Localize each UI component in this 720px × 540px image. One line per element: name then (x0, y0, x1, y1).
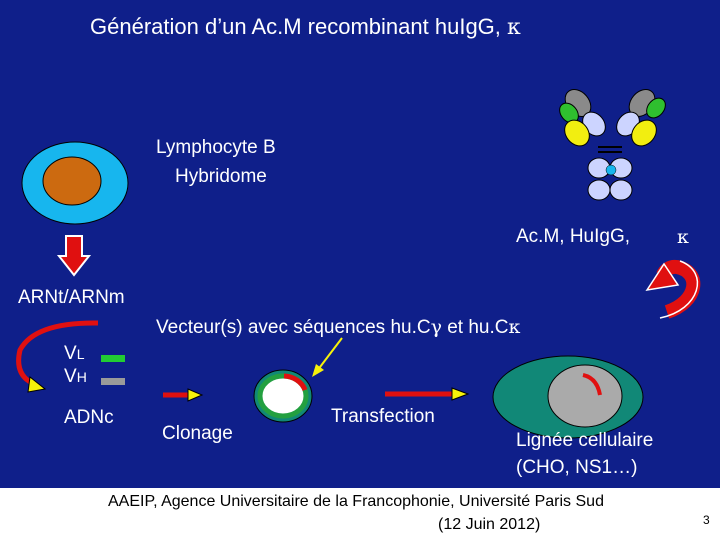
reverse-transcription-curved-arrow-icon (16, 320, 99, 393)
cell-label-line1: Lymphocyte B (156, 137, 276, 158)
vl-label: VL (64, 343, 84, 365)
antibody-igg-icon (559, 89, 666, 201)
footer-line1: AAEIP, Agence Universitaire de la Franco… (108, 493, 604, 510)
antibody-label-text: Ac.M, HuIgG, (516, 226, 631, 247)
slide-graphics (16, 89, 701, 439)
rna-label: ARNt/ARNm (18, 287, 125, 308)
cell-line-label-line1: Lignée cellulaire (516, 430, 654, 451)
plasmid-vector-cell-icon (253, 369, 313, 423)
antibody-kappa: κ (677, 226, 689, 248)
transfection-arrow-icon (385, 387, 470, 401)
vh-label: VH (64, 366, 87, 388)
page-number: 3 (703, 513, 710, 527)
cell-label-line2: Hybridome (175, 166, 267, 187)
b-lymphocyte-cell-icon (21, 141, 129, 225)
clonage-label: Clonage (162, 423, 233, 444)
vl-label-sub: L (76, 346, 85, 362)
slide-title-text: Génération d’un Ac.M recombinant huIgG, (90, 14, 508, 39)
vector-pointer-arrow-icon (312, 337, 343, 377)
footer-line2: (12 Juin 2012) (438, 516, 541, 533)
vh-label-sub: H (76, 369, 87, 385)
vector-label-part1: Vecteur(s) avec séquences hu.C (156, 317, 431, 338)
vh-label-main: V (64, 366, 77, 387)
vector-label-part2: et hu.C (441, 317, 509, 338)
vector-label-gamma: γ (430, 316, 442, 338)
slide-background: Génération d’un Ac.M recombinant huIgG, … (0, 0, 720, 488)
antibody-label: Ac.M, HuIgG, (516, 226, 630, 248)
cloning-arrow-icon (163, 388, 204, 402)
vector-label: Vecteur(s) avec séquences hu.Cγ et hu.Cκ (156, 316, 520, 339)
down-arrow-icon (56, 235, 92, 277)
transfection-label: Transfection (331, 406, 435, 427)
cell-line-icon (492, 355, 644, 439)
secretion-curved-arrow-icon (645, 259, 701, 319)
vl-label-main: V (64, 343, 77, 364)
cell-line-label-line2: (CHO, NS1…) (516, 457, 638, 478)
vh-gene-bar (101, 378, 125, 385)
adnc-label: ADNc (64, 407, 114, 428)
vector-label-kappa: κ (508, 316, 521, 338)
slide-title: Génération d’un Ac.M recombinant huIgG, … (90, 14, 521, 40)
slide-title-kappa: κ (507, 15, 521, 40)
vl-gene-bar (101, 355, 125, 362)
